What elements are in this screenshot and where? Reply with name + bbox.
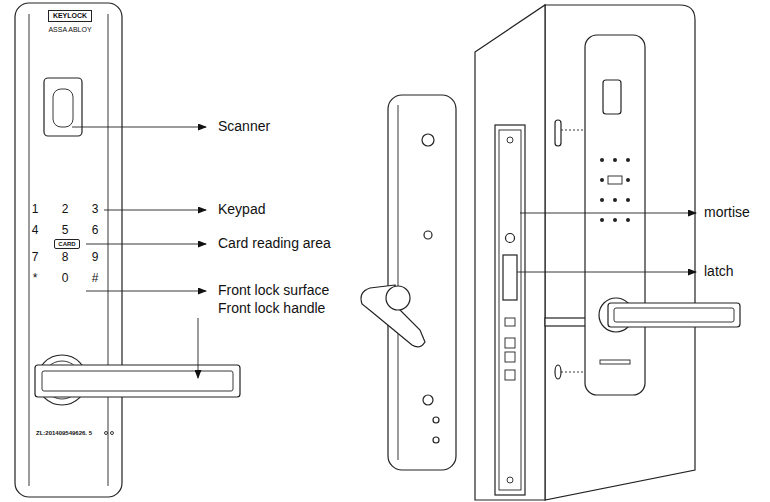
mortise-plate	[495, 125, 525, 495]
bolt-slot	[505, 318, 515, 326]
bolt-slot	[505, 370, 515, 380]
keypad-digit: 9	[92, 251, 99, 264]
bolt-slot	[505, 338, 515, 348]
brand-label: ASSA ABLOY	[48, 26, 91, 34]
callout-label: Keypad	[218, 202, 265, 217]
mount-hole	[433, 417, 439, 423]
patent-number: ZL:201409549626. 5	[36, 430, 92, 437]
indicator-dot	[111, 432, 114, 435]
key-dot	[600, 218, 604, 222]
mounted-handle-inset	[614, 308, 734, 322]
key-dot	[600, 198, 604, 202]
panel-edge	[29, 14, 30, 486]
leader-line	[86, 244, 206, 245]
leader-line	[86, 291, 206, 292]
key-dot	[600, 178, 604, 182]
lock-handle	[35, 365, 240, 397]
keypad-digit: *	[33, 272, 38, 285]
card-icon: CARD	[54, 239, 79, 250]
back-rosette	[386, 286, 410, 310]
callout-label: Card reading area	[218, 236, 331, 251]
leader-line	[104, 210, 206, 211]
indicator-dot	[105, 432, 108, 435]
bolt-slot	[505, 352, 515, 362]
panel-edge	[398, 105, 399, 460]
keypad-digit: 6	[92, 224, 99, 237]
mounted-lock-body	[585, 35, 645, 395]
key-dot	[600, 158, 604, 162]
mount-hole	[424, 231, 432, 239]
keypad-digit: #	[92, 272, 99, 285]
leader-line	[198, 318, 199, 378]
callout-label: Front lock handle	[218, 301, 325, 316]
key-dot	[626, 198, 630, 202]
back-lock	[361, 95, 456, 470]
node-text: KEYLOCK	[53, 12, 87, 20]
leader-line	[520, 213, 696, 214]
callout-label: mortise	[704, 205, 750, 220]
screw	[507, 477, 513, 483]
alignment-line	[561, 372, 588, 373]
keypad-digit: 7	[32, 251, 39, 264]
keypad-digit: 2	[62, 203, 69, 216]
door-hole	[555, 120, 561, 146]
mount-hole	[422, 134, 434, 146]
back-lock-body	[388, 95, 456, 470]
door-edge	[475, 5, 545, 500]
mortise-plate-inset	[499, 130, 521, 490]
key-dot	[613, 218, 617, 222]
keypad-digit: 3	[92, 203, 99, 216]
door-face	[545, 5, 695, 500]
mount-hole	[423, 395, 433, 405]
door-hole	[555, 365, 561, 379]
alignment-line	[561, 130, 588, 131]
leader-line	[72, 127, 206, 128]
mount-hole	[433, 437, 439, 443]
node-text: CARD	[58, 241, 75, 248]
mounted-handle	[608, 303, 740, 327]
key-dot	[626, 158, 630, 162]
model-plate	[600, 360, 630, 364]
key-dot	[626, 218, 630, 222]
door	[475, 5, 695, 500]
panel-edge	[108, 14, 109, 486]
callout-label: Front lock surface	[218, 283, 329, 298]
keypad-digit: 5	[62, 224, 69, 237]
keypad-digit: 0	[62, 272, 69, 285]
screw	[507, 137, 513, 143]
callout-leaders	[72, 127, 206, 378]
lock-body	[15, 3, 122, 497]
key-dot	[613, 158, 617, 162]
key-dot	[626, 178, 630, 182]
key-dot	[613, 198, 617, 202]
leader-line	[517, 272, 696, 273]
card-area-mark	[608, 176, 622, 184]
back-lock-handle	[361, 285, 425, 347]
latch-bolt	[503, 255, 517, 300]
cylinder	[506, 234, 515, 243]
mounted-scanner	[603, 80, 621, 114]
keypad-digit: 4	[32, 224, 39, 237]
callout-label: Scanner	[218, 119, 270, 134]
keypad-digit: 8	[62, 251, 69, 264]
lock-handle-inset	[42, 371, 233, 391]
scanner-window	[53, 89, 73, 127]
brand-logo-box: KEYLOCK	[48, 10, 92, 22]
callout-label: latch	[704, 264, 734, 279]
front-lock	[15, 3, 240, 497]
keypad-digit: 1	[32, 203, 39, 216]
